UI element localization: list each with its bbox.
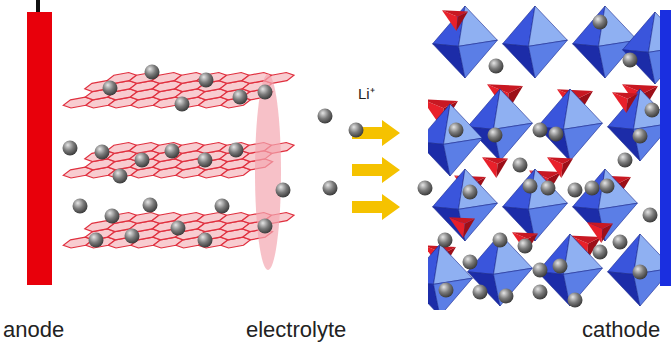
lithium-ion bbox=[258, 85, 273, 100]
lithium-ion bbox=[323, 181, 338, 196]
lithium-ion bbox=[105, 209, 120, 224]
lithium-ion bbox=[568, 183, 583, 198]
tetrahedron bbox=[612, 92, 638, 99]
octahedron bbox=[459, 169, 498, 209]
octahedron bbox=[459, 40, 498, 78]
tetrahedron bbox=[587, 222, 613, 229]
lithium-ion bbox=[103, 81, 118, 96]
octahedron bbox=[529, 6, 568, 46]
ion-label: Li⁺ bbox=[358, 86, 375, 103]
lithium-ion bbox=[593, 15, 608, 30]
part-label: electrolyte bbox=[246, 318, 346, 342]
tetrahedron bbox=[487, 84, 523, 93]
lithium-ion bbox=[618, 153, 633, 168]
lithium-ion bbox=[549, 127, 564, 142]
octahedron bbox=[444, 138, 483, 176]
lithium-ion bbox=[463, 255, 478, 270]
part-label: cathode bbox=[582, 318, 660, 342]
lithium-ion bbox=[89, 233, 104, 248]
lithium-ion bbox=[518, 239, 533, 254]
cathode-plate bbox=[660, 10, 671, 286]
lithium-ion bbox=[135, 153, 150, 168]
lithium-ion bbox=[438, 233, 453, 248]
ion-arrow bbox=[352, 157, 400, 183]
octahedron bbox=[564, 89, 603, 129]
ion-arrow bbox=[352, 194, 400, 220]
lithium-ion bbox=[493, 233, 508, 248]
lithium-ion bbox=[488, 128, 503, 143]
lithium-ion bbox=[489, 59, 504, 74]
lithium-ion bbox=[513, 158, 528, 173]
lithium-ion bbox=[600, 179, 615, 194]
lithium-ion bbox=[645, 103, 660, 118]
lithium-ion bbox=[568, 293, 583, 308]
tetrahedron bbox=[428, 99, 458, 108]
anode-plate bbox=[27, 12, 52, 285]
lithium-ion bbox=[463, 185, 478, 200]
octahedron bbox=[434, 278, 473, 310]
lithium-ion bbox=[533, 285, 548, 300]
lithium-ion bbox=[553, 259, 568, 274]
lithium-ion bbox=[165, 144, 180, 159]
lithium-ion bbox=[215, 199, 230, 214]
lithium-ion bbox=[585, 181, 600, 196]
lithium-ion bbox=[623, 53, 638, 68]
lithium-ion bbox=[439, 283, 454, 298]
lithium-ion bbox=[473, 285, 488, 300]
lithium-ion bbox=[143, 198, 158, 213]
lithium-ion bbox=[199, 73, 214, 88]
interface-layer bbox=[255, 74, 281, 270]
octahedron bbox=[494, 268, 533, 306]
lithium-ion bbox=[198, 233, 213, 248]
octahedron bbox=[529, 40, 568, 78]
lithium-ion bbox=[276, 183, 291, 198]
lithium-ion bbox=[633, 129, 648, 144]
lithium-ion bbox=[258, 219, 273, 234]
octahedron bbox=[634, 89, 664, 129]
lithium-ion bbox=[318, 109, 333, 124]
lithium-ion bbox=[113, 169, 128, 184]
lithium-ion bbox=[523, 179, 538, 194]
tetrahedron bbox=[547, 157, 573, 164]
tetrahedron bbox=[442, 10, 468, 17]
lithium-ion bbox=[171, 221, 186, 236]
lithium-ion bbox=[198, 153, 213, 168]
tetrahedron bbox=[482, 157, 508, 164]
lithium-ion bbox=[499, 289, 514, 304]
lithium-ion bbox=[349, 123, 364, 138]
lithium-ion bbox=[541, 181, 556, 196]
lithium-ion bbox=[63, 141, 78, 156]
lithium-ion bbox=[449, 123, 464, 138]
lithium-ion bbox=[613, 235, 628, 250]
lithium-ion bbox=[593, 245, 608, 260]
octahedron bbox=[494, 123, 533, 161]
lithium-ion bbox=[643, 208, 658, 223]
octahedron bbox=[494, 89, 533, 129]
lithium-ion bbox=[533, 123, 548, 138]
part-label: anode bbox=[3, 318, 64, 342]
lithium-ion bbox=[125, 229, 140, 244]
lithium-ion bbox=[145, 65, 160, 80]
lithium-ions bbox=[63, 15, 660, 308]
lithium-ion bbox=[233, 90, 248, 105]
lithium-ion bbox=[229, 143, 244, 158]
lithium-ion bbox=[418, 181, 433, 196]
lithium-ion bbox=[73, 199, 88, 214]
lithium-ion bbox=[533, 263, 548, 278]
octahedron bbox=[599, 169, 638, 209]
lithium-ion bbox=[95, 145, 110, 160]
tetrahedron bbox=[449, 217, 475, 224]
octahedron bbox=[444, 104, 483, 144]
cathode-crystal bbox=[428, 6, 664, 310]
octahedron bbox=[564, 123, 603, 161]
lithium-ion bbox=[633, 265, 648, 280]
lithium-ion bbox=[175, 97, 190, 112]
tetrahedron bbox=[512, 232, 538, 239]
